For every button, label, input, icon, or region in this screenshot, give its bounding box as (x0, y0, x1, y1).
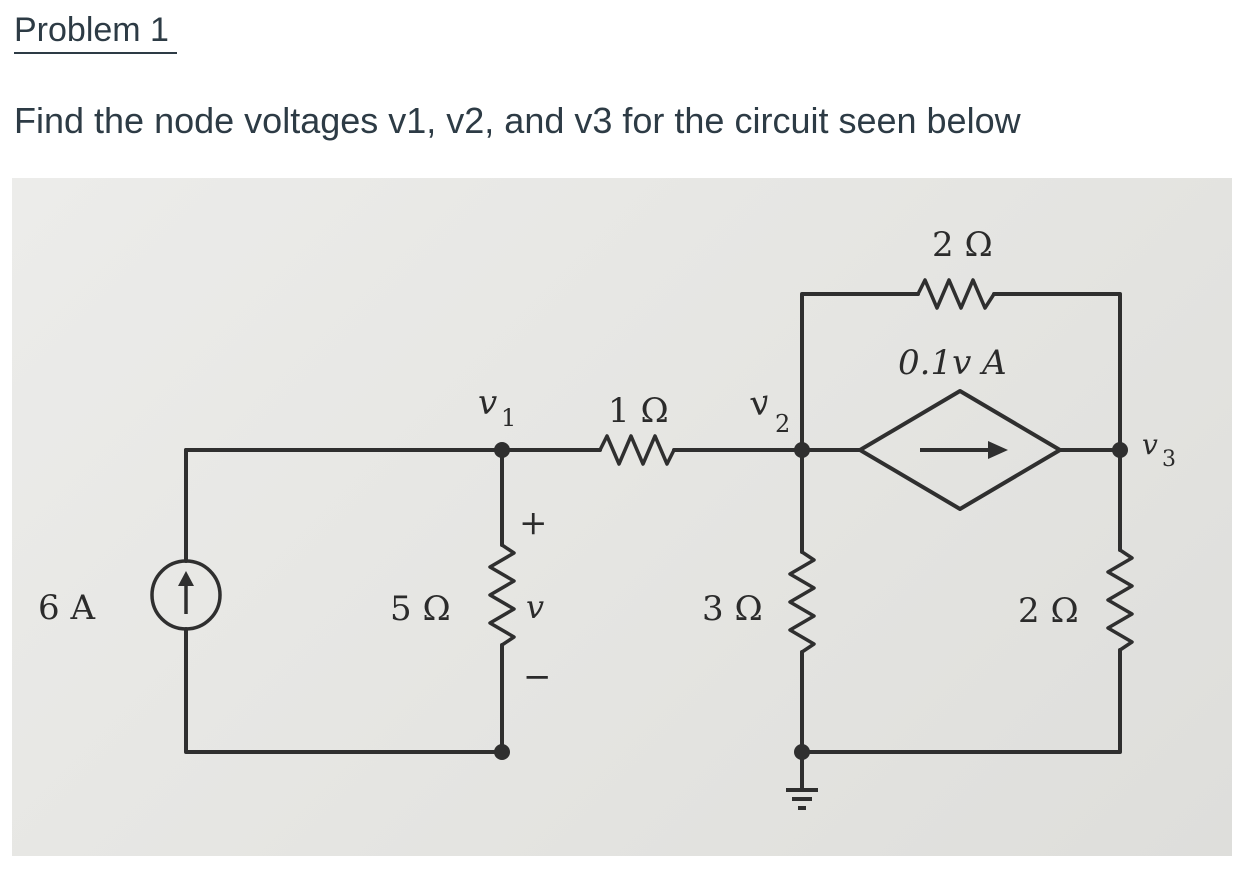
wire-v2-bottom (800, 648, 1122, 754)
wire-bridge-right (992, 292, 1122, 452)
arrow-up-icon (178, 571, 194, 614)
wire-bridge-left (800, 292, 920, 452)
node-label-v2: v 2 (747, 382, 791, 438)
junction-v1 (494, 442, 510, 458)
question-text: Find the node voltages v1, v2, and v3 fo… (14, 100, 1021, 141)
polarity-minus: − (523, 657, 552, 697)
svg-text:v: v (1142, 428, 1158, 461)
resistor-1ohm (598, 434, 676, 466)
resistor-2ohm-right-label: 2 Ω (1018, 591, 1079, 631)
junction-v3 (1112, 442, 1128, 458)
node-label-v1: v 1 (478, 383, 516, 432)
source-label: 6 A (38, 588, 95, 628)
arrow-right-icon (920, 441, 1008, 459)
resistor-3ohm-label: 3 Ω (702, 589, 763, 629)
current-source-6a (150, 559, 222, 631)
svg-text:2: 2 (775, 410, 790, 438)
junction-v2 (794, 442, 810, 458)
svg-text:v: v (478, 383, 497, 423)
dependent-current-source (858, 389, 1062, 511)
junction-bottom-v1 (494, 744, 510, 760)
polarity-plus: + (519, 503, 548, 543)
resistor-5ohm (488, 543, 516, 647)
circuit-diagram: 6 A 5 Ω + v − 1 Ω 3 Ω 2 Ω (38, 225, 1176, 810)
resistor-1ohm-label: 1 Ω (608, 391, 669, 431)
svg-text:1: 1 (501, 404, 516, 432)
wire-left-lower (184, 627, 504, 754)
resistor-2ohm-right (1106, 548, 1134, 652)
resistor-3ohm (788, 550, 816, 654)
resistor-2ohm-top-label: 2 Ω (932, 225, 993, 265)
svg-text:3: 3 (1162, 447, 1176, 472)
circuit-photo: 6 A 5 Ω + v − 1 Ω 3 Ω 2 Ω (12, 178, 1232, 856)
node-label-v3: v 3 (1142, 428, 1176, 472)
polarity-var: v (526, 588, 544, 626)
resistor-5ohm-label: 5 Ω (390, 589, 451, 629)
dependent-source-label: 0.1v A (898, 343, 1007, 383)
junction-bottom-v2 (794, 744, 810, 760)
ground-icon (786, 752, 818, 810)
problem-title: Problem 1 (14, 8, 177, 54)
resistor-2ohm-top (916, 278, 996, 310)
svg-text:v: v (747, 382, 773, 425)
